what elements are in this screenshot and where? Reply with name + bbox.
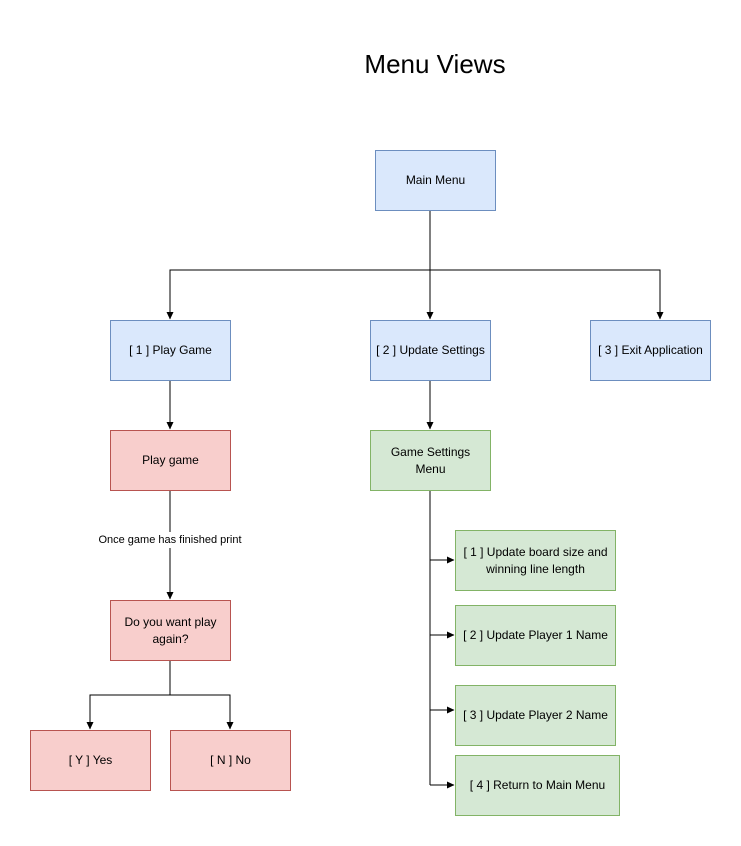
main-menu-node: Main Menu xyxy=(375,150,496,211)
game-settings-menu-label: Game Settings Menu xyxy=(390,444,471,476)
edge-prompt-to-yes xyxy=(86,660,171,730)
update-settings-option-label: [ 2 ] Update Settings xyxy=(376,343,485,357)
main-menu-label: Main Menu xyxy=(405,173,466,187)
no-option-label: [ N ] No xyxy=(210,753,251,767)
play-game-option-label: [ 1 ] Play Game xyxy=(129,343,212,357)
play-again-prompt-label: Do you want play again? xyxy=(124,614,217,646)
yes-option-label: [ Y ] Yes xyxy=(68,753,113,767)
update-player2-name-node: [ 3 ] Update Player 2 Name xyxy=(455,685,616,746)
return-main-menu-node: [ 4 ] Return to Main Menu xyxy=(455,755,620,816)
update-settings-option-node: [ 2 ] Update Settings xyxy=(370,320,491,381)
game-settings-menu-node: Game Settings Menu xyxy=(370,430,491,491)
update-player1-name-label: [ 2 ] Update Player 1 Name xyxy=(463,628,608,642)
play-game-option-node: [ 1 ] Play Game xyxy=(110,320,231,381)
yes-option-node: [ Y ] Yes xyxy=(30,730,151,791)
diagram-title: Menu Views xyxy=(364,49,506,79)
play-game-label: Play game xyxy=(142,453,199,467)
edge-prompt-to-no xyxy=(170,694,234,730)
update-player1-name-node: [ 2 ] Update Player 1 Name xyxy=(455,605,616,666)
game-finished-edge-label: Once game has finished print xyxy=(70,532,270,548)
play-again-prompt-node: Do you want play again? xyxy=(110,600,231,661)
exit-application-option-label: [ 3 ] Exit Application xyxy=(598,343,703,357)
update-player2-name-label: [ 3 ] Update Player 2 Name xyxy=(463,708,608,722)
update-board-size-label: [ 1 ] Update board size and winning line… xyxy=(463,544,608,576)
edge-main-to-play xyxy=(166,210,431,320)
exit-application-option-node: [ 3 ] Exit Application xyxy=(590,320,711,381)
return-main-menu-label: [ 4 ] Return to Main Menu xyxy=(469,778,606,792)
edge-main-to-exit xyxy=(430,269,664,320)
update-board-size-node: [ 1 ] Update board size and winning line… xyxy=(455,530,616,591)
play-game-node: Play game xyxy=(110,430,231,491)
no-option-node: [ N ] No xyxy=(170,730,291,791)
